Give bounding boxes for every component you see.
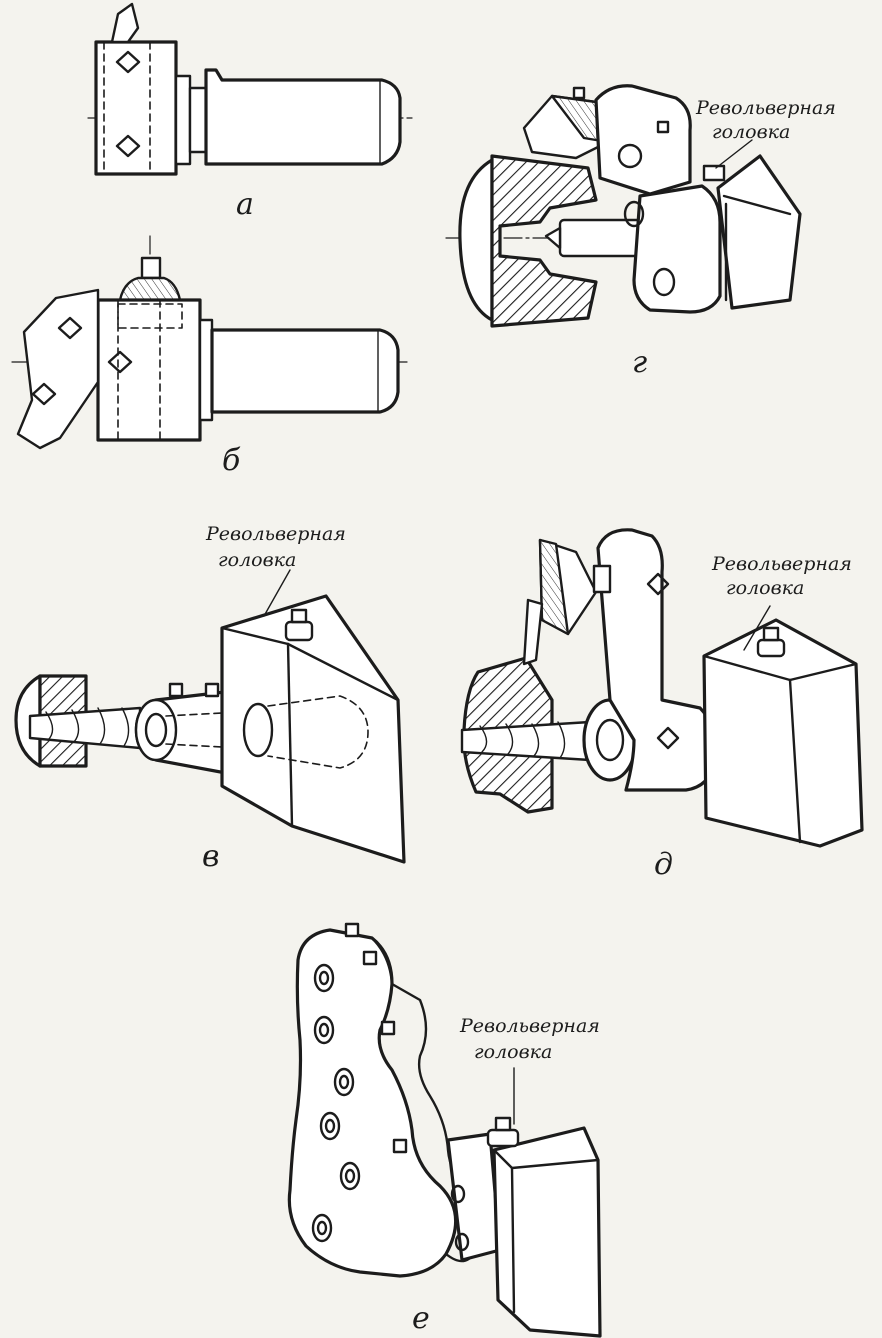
figure-e-holder	[460, 528, 864, 848]
figure-e-caption-line2: головка	[726, 577, 804, 599]
figure-c-label: в	[202, 839, 219, 874]
figure-a-label: а	[236, 187, 254, 222]
figure-f-caption-line2: головка	[474, 1041, 552, 1063]
figure-b-label: б	[222, 443, 241, 478]
figure-c-caption-line2: головка	[218, 549, 296, 571]
figure-c-holder	[14, 569, 406, 864]
figure-d-caption-line2: головка	[712, 121, 790, 143]
figure-c-caption-line1: Револьверная	[205, 523, 346, 545]
figure-e-caption-line1: Револьверная	[711, 553, 852, 575]
figure-b-holder	[11, 235, 409, 450]
figure-d-holder	[445, 84, 802, 328]
figure-f-label: е	[412, 1301, 430, 1336]
figure-d-caption-line1: Револьверная	[695, 97, 836, 119]
figure-f-caption-line1: Револьверная	[459, 1015, 600, 1037]
figure-e-label: д	[654, 847, 673, 882]
figure-d-label: г	[632, 345, 647, 380]
figure-a-holder	[87, 2, 413, 176]
figure-f-holder	[287, 922, 602, 1338]
